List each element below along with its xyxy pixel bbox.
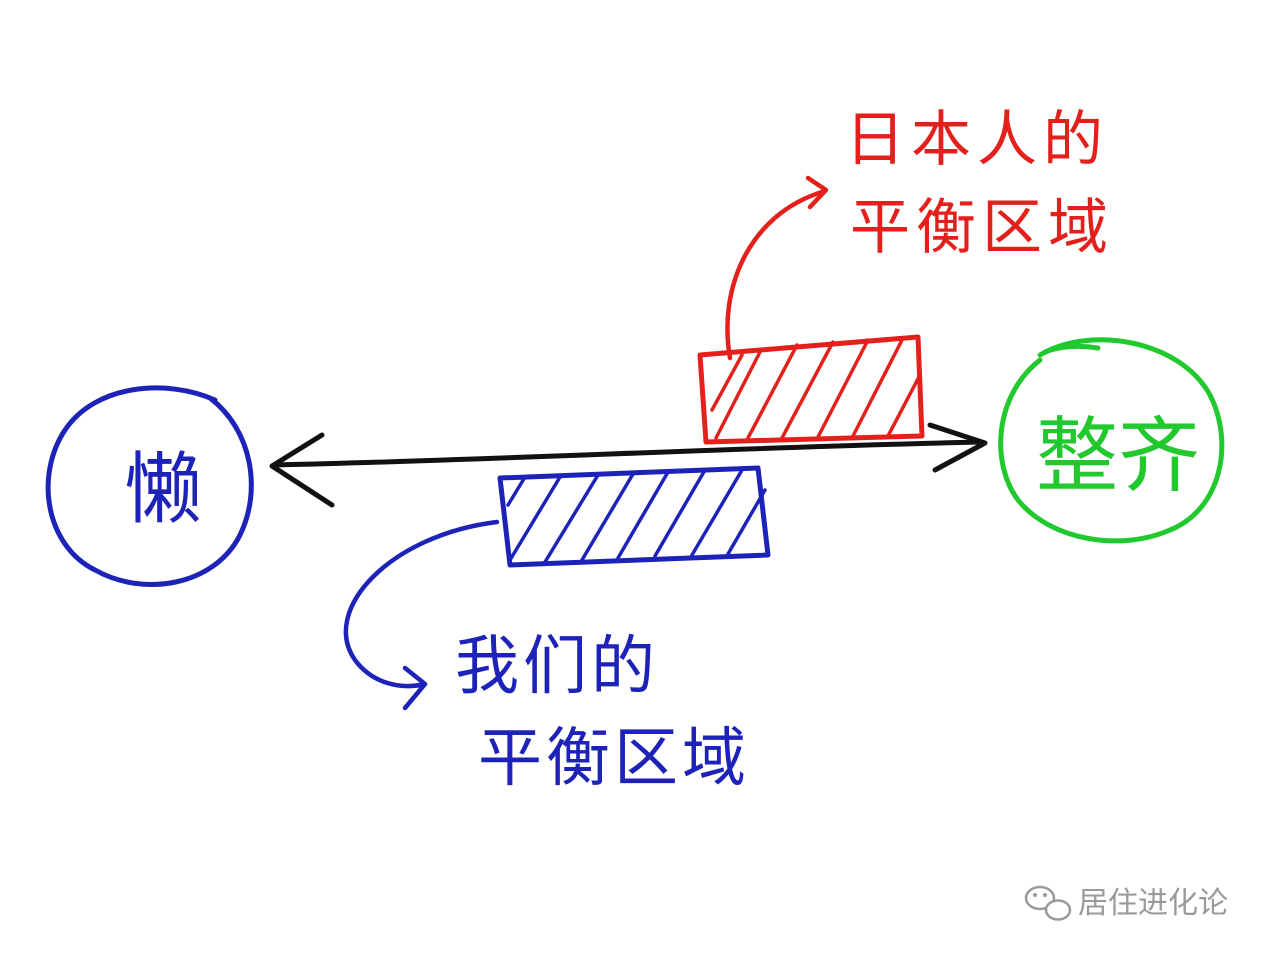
our-zone-box <box>497 465 771 568</box>
japan-zone-label-line2: 平衡区域 <box>850 193 1114 263</box>
right-pole-circle <box>998 337 1225 544</box>
left-pole: 懒 <box>45 385 254 587</box>
axis-left-arrowhead <box>269 432 335 508</box>
right-pole: 整齐 <box>998 337 1225 544</box>
left-pole-circle <box>45 385 254 587</box>
japan-balance-zone <box>697 334 925 445</box>
our-pointer-line <box>343 519 500 689</box>
japan-zone-box <box>697 334 925 445</box>
watermark: 居住进化论 <box>1024 885 1228 921</box>
axis-arrow <box>269 422 988 508</box>
japan-pointer-line <box>725 189 825 361</box>
axis-line <box>272 439 983 468</box>
right-pole-label: 整齐 <box>1036 409 1200 504</box>
japan-zone-label-line1: 日本人的 <box>845 105 1109 175</box>
japan-pointer-arrow <box>725 175 829 361</box>
watermark-text: 居住进化论 <box>1078 886 1228 921</box>
our-zone-hatching <box>506 468 767 564</box>
our-pointer-arrow <box>343 519 500 711</box>
left-pole-label: 懒 <box>124 445 202 535</box>
right-pole-circle-tail <box>1042 343 1101 355</box>
our-balance-zone <box>497 465 771 568</box>
axis-right-arrowhead <box>927 422 988 473</box>
japan-pointer-head <box>805 175 829 210</box>
japan-zone-hatching <box>710 338 922 440</box>
our-zone-label-line1: 我们的 <box>455 630 659 704</box>
our-pointer-head <box>402 665 428 711</box>
wechat-icon <box>1024 885 1072 921</box>
our-zone-label-line2: 平衡区域 <box>478 722 750 796</box>
